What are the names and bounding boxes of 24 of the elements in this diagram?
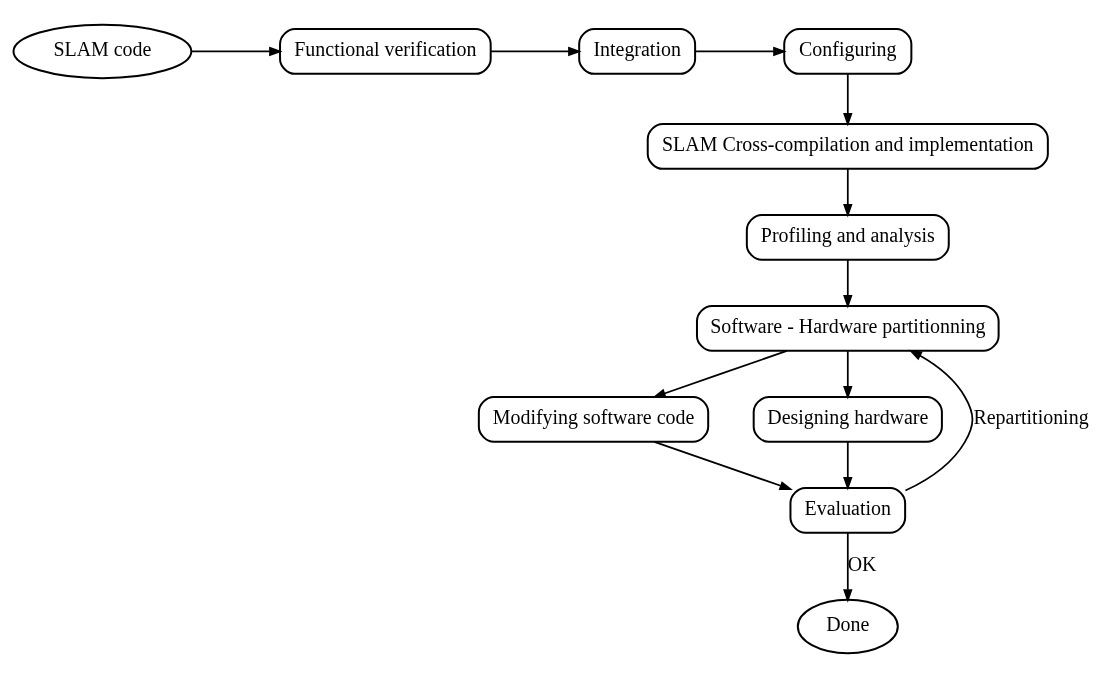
arrow bbox=[653, 440, 793, 490]
node-box: Designing hardware bbox=[752, 395, 943, 443]
arrow bbox=[652, 349, 788, 398]
arrow bbox=[843, 440, 853, 491]
arrow bbox=[843, 258, 853, 309]
arrow bbox=[843, 349, 853, 400]
edge-label: Repartitioning bbox=[973, 405, 1089, 428]
arrow bbox=[843, 531, 853, 603]
node-ellipse: SLAM code bbox=[12, 23, 193, 79]
arrow bbox=[904, 349, 974, 491]
node-box: SLAM Cross-compilation and implementation bbox=[646, 122, 1049, 170]
arrow bbox=[843, 167, 853, 218]
arrow bbox=[843, 72, 853, 126]
node-box: Evaluation bbox=[789, 486, 907, 534]
node-box: Integration bbox=[578, 27, 697, 75]
arrow bbox=[191, 46, 283, 56]
node-box: Software - Hardware partitionning bbox=[695, 304, 1000, 352]
node-box: Functional verification bbox=[279, 27, 492, 75]
node-box: Modifying software code bbox=[477, 395, 710, 443]
arrow bbox=[490, 46, 582, 56]
node-ellipse: Done bbox=[796, 598, 899, 654]
node-box: Configuring bbox=[783, 27, 913, 75]
node-box: Profiling and analysis bbox=[745, 213, 950, 261]
arrow bbox=[694, 46, 787, 56]
